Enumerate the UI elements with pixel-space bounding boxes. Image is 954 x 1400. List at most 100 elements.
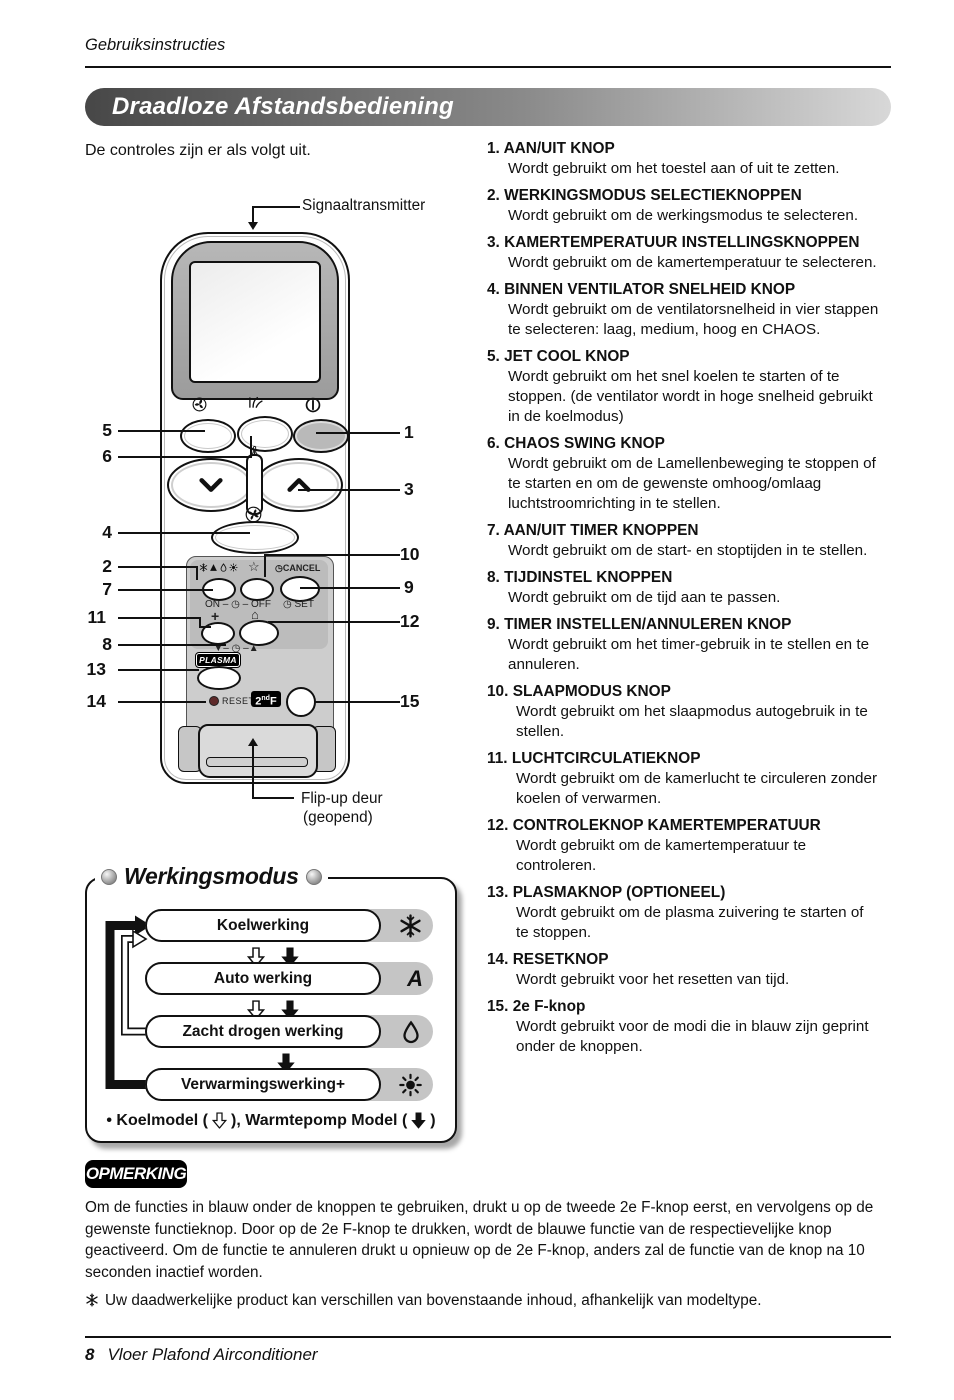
open-down-arrow-icon <box>212 1112 227 1129</box>
fan-speed-button[interactable] <box>211 521 299 554</box>
power-button[interactable] <box>293 419 349 453</box>
temp-up-button[interactable] <box>255 458 343 512</box>
air-circulation-icon: + <box>211 608 220 624</box>
callout-2: 2 <box>102 556 112 576</box>
chaos-swing-icon <box>246 393 263 410</box>
callout-4: 4 <box>102 522 112 542</box>
header-rule <box>85 66 891 68</box>
auto-a-icon: A <box>407 965 423 991</box>
note-badge: OPMERKING <box>85 1160 187 1188</box>
jet-cool-fan-icon <box>191 396 208 413</box>
sun-icon <box>229 563 238 572</box>
snowflake-icon <box>398 913 423 938</box>
mode-row-cooling: Koelwerking <box>145 909 433 942</box>
timer-cancel-label: ◷CANCEL <box>275 563 321 573</box>
arrow-up-icon <box>248 738 258 746</box>
plasma-button[interactable] <box>197 666 241 690</box>
mode-row-auto: Auto werking A <box>145 962 433 995</box>
sun-icon <box>398 1072 423 1097</box>
room-temp-check-icon: ⌂ <box>251 607 259 622</box>
disclaimer: Uw daadwerkelijke product kan verschille… <box>85 1291 761 1311</box>
leader-line <box>252 206 254 222</box>
note-body: Om de functies in blauw onder de knoppen… <box>85 1199 874 1281</box>
mode-model-note: • Koelmodel ( ), Warmtepomp Model ( ) <box>106 1111 436 1129</box>
flip-door-label-2: (geopend) <box>303 809 373 826</box>
page-title-bar: Draadloze Afstandsbediening <box>85 88 891 126</box>
mode-row-heating: Verwarmingswerking+ <box>145 1068 433 1101</box>
flip-door-label: Flip-up deur <box>301 790 383 807</box>
timer-set-label: ◷ SET <box>283 599 314 610</box>
room-temp-check-button[interactable] <box>239 620 279 646</box>
second-f-label: 2ndF <box>251 691 281 708</box>
lcd-screen <box>189 261 321 383</box>
callout-12: 12 <box>400 611 420 631</box>
mode-cycle-arrows <box>105 915 151 1089</box>
snowflake-icon <box>199 563 208 572</box>
callout-6: 6 <box>102 446 112 466</box>
time-adjust-label: ▼– ◷ –▲ <box>213 643 259 654</box>
water-drop-icon <box>219 563 228 572</box>
second-f-button[interactable] <box>286 687 316 717</box>
page-number: 8 <box>85 1345 95 1364</box>
mode-row-dry: Zacht drogen werking <box>145 1015 433 1048</box>
callout-15: 15 <box>400 691 420 711</box>
footer-rule <box>85 1336 891 1338</box>
mode-icons-row <box>199 563 238 572</box>
arrow-down-icon <box>248 222 258 230</box>
footer-text: Vloer Plafond Airconditioner <box>107 1345 318 1364</box>
reference-mark-icon <box>85 1293 99 1307</box>
list-item: 13. PLASMAKNOP (OPTIONEEL)Wordt gebruikt… <box>487 884 864 941</box>
leader-line <box>252 797 294 799</box>
callout-10: 10 <box>400 544 420 564</box>
callout-14: 14 <box>86 691 106 711</box>
callout-1: 1 <box>404 422 414 442</box>
auto-triangle-icon <box>209 563 218 572</box>
callout-13: 13 <box>86 659 106 679</box>
operation-mode-box: Werkingsmodus Koelwerking Auto werking A <box>85 863 457 1143</box>
door-slot <box>206 757 308 767</box>
callout-9: 9 <box>404 577 414 597</box>
page-title: Draadloze Afstandsbediening <box>112 93 454 120</box>
sleep-mode-button[interactable] <box>240 578 274 601</box>
temp-down-button[interactable] <box>167 458 255 512</box>
section-header: Gebruiksinstructies <box>85 36 226 54</box>
chevron-up-icon <box>283 469 315 501</box>
flip-up-door[interactable] <box>198 724 318 778</box>
jet-cool-button[interactable] <box>180 419 236 453</box>
reset-button[interactable] <box>209 696 219 706</box>
callout-7: 7 <box>102 579 112 599</box>
water-drop-icon <box>399 1020 423 1044</box>
mode-box-title: Werkingsmodus <box>95 863 328 891</box>
timer-on-off-label: ON – ◷ – OFF <box>205 599 271 610</box>
timer-set-cancel-button[interactable] <box>280 576 320 602</box>
callout-3: 3 <box>404 479 414 499</box>
plasma-label: PLASMA <box>195 652 241 668</box>
callout-8: 8 <box>102 634 112 654</box>
reset-label: RESET <box>222 696 255 706</box>
transmitter-label: Signaaltransmitter <box>302 197 426 214</box>
chevron-down-icon <box>195 469 227 501</box>
filled-down-arrow-icon <box>411 1112 426 1129</box>
footer: 8 Vloer Plafond Airconditioner <box>85 1345 318 1365</box>
callout-5: 5 <box>102 420 112 440</box>
leader-line <box>252 745 254 799</box>
chaos-swing-button[interactable] <box>237 416 293 452</box>
leader-line <box>253 206 300 208</box>
star-icon: ☆ <box>248 559 260 574</box>
power-icon <box>304 396 322 414</box>
